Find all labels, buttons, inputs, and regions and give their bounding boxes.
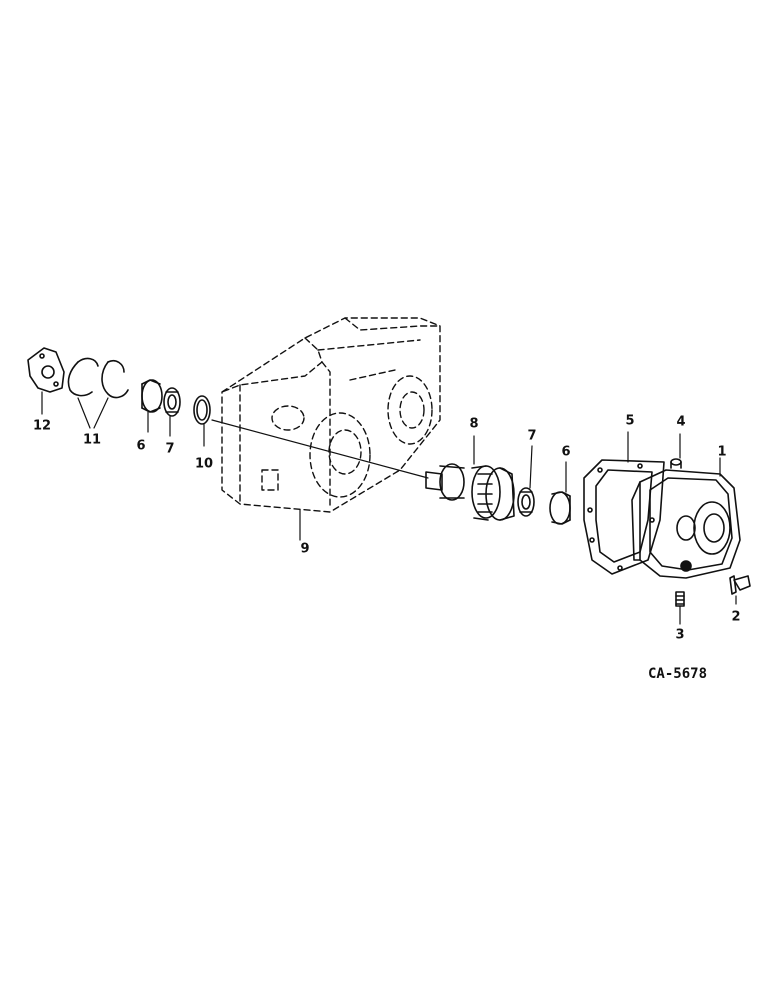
callout-1: 1 — [717, 444, 727, 460]
leader-lines — [41, 391, 737, 625]
callout-6-left: 6 — [136, 438, 146, 454]
callout-5: 5 — [625, 413, 635, 429]
cover-housing — [631, 469, 741, 579]
callout-6-right: 6 — [561, 444, 571, 460]
callout-11: 11 — [82, 432, 102, 448]
seal-ring — [193, 395, 211, 425]
shaft-axis-line — [211, 419, 429, 479]
shim-rings — [67, 357, 129, 399]
callout-9: 9 — [300, 541, 310, 557]
callout-2: 2 — [731, 609, 741, 625]
callout-4: 4 — [676, 414, 686, 430]
bearing-cup-left — [141, 379, 163, 413]
dowel-pin — [670, 458, 682, 469]
set-screw — [675, 591, 685, 607]
callout-3: 3 — [675, 627, 685, 643]
bearing-cap — [27, 347, 65, 393]
callout-10: 10 — [194, 456, 214, 472]
callout-7-right: 7 — [527, 428, 537, 444]
drawing-code: CA-5678 — [648, 666, 708, 682]
callout-7-left: 7 — [165, 441, 175, 457]
callout-8: 8 — [469, 416, 479, 432]
transmission-case — [221, 317, 441, 513]
callout-12: 12 — [32, 418, 52, 434]
bearing-cone-left — [163, 387, 181, 417]
gear-shaft — [425, 463, 515, 521]
bearing-cone-right — [517, 487, 535, 517]
bearing-cup-right — [549, 491, 571, 525]
drain-plug — [729, 575, 751, 595]
